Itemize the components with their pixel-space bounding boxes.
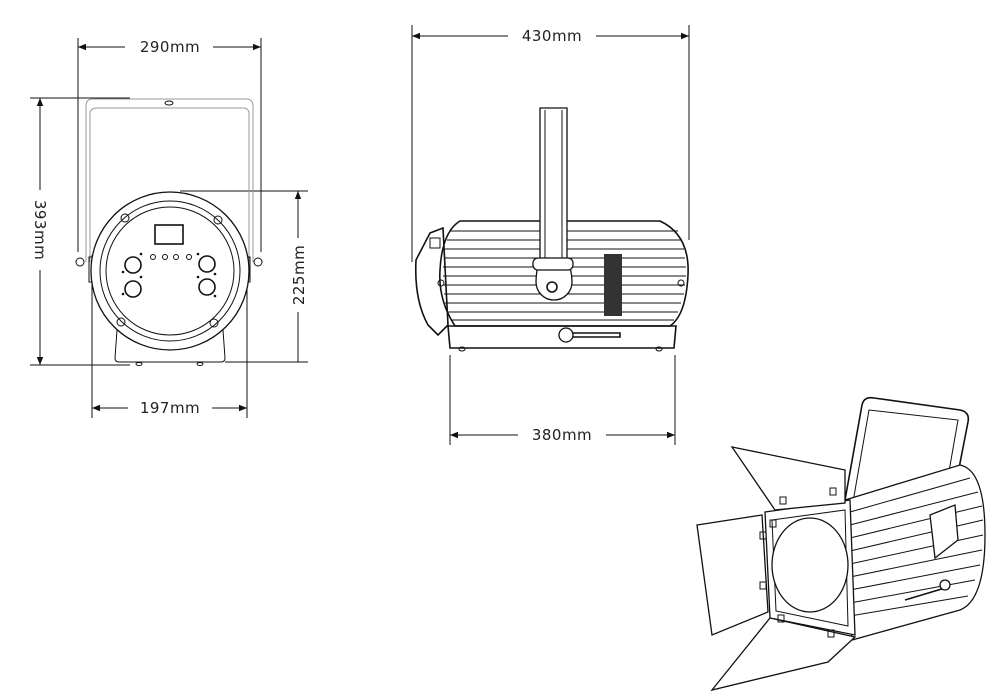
dimension-head-height-225: 225mm (290, 191, 308, 362)
dimension-label: 393mm (31, 200, 49, 260)
dimension-label: 380mm (532, 426, 592, 444)
perspective-view (696, 396, 986, 692)
dimension-height-393: 393mm (31, 98, 49, 365)
barn-door-bottom (710, 617, 857, 692)
dimension-label: 290mm (140, 38, 200, 56)
barn-door-top (730, 446, 846, 511)
front-view: 290mm 393mm 225mm 197mm (30, 38, 308, 418)
dimension-width-290: 290mm (78, 38, 261, 56)
side-view: 430mm 380mm (411, 25, 690, 445)
dimension-label: 430mm (522, 27, 582, 45)
dimension-base-width-197: 197mm (92, 399, 247, 417)
dimension-label: 197mm (140, 399, 200, 417)
dimension-length-430: 430mm (412, 27, 689, 45)
dimension-base-length-380: 380mm (450, 426, 675, 444)
dimension-label: 225mm (290, 245, 308, 305)
barn-door-left (696, 514, 769, 636)
